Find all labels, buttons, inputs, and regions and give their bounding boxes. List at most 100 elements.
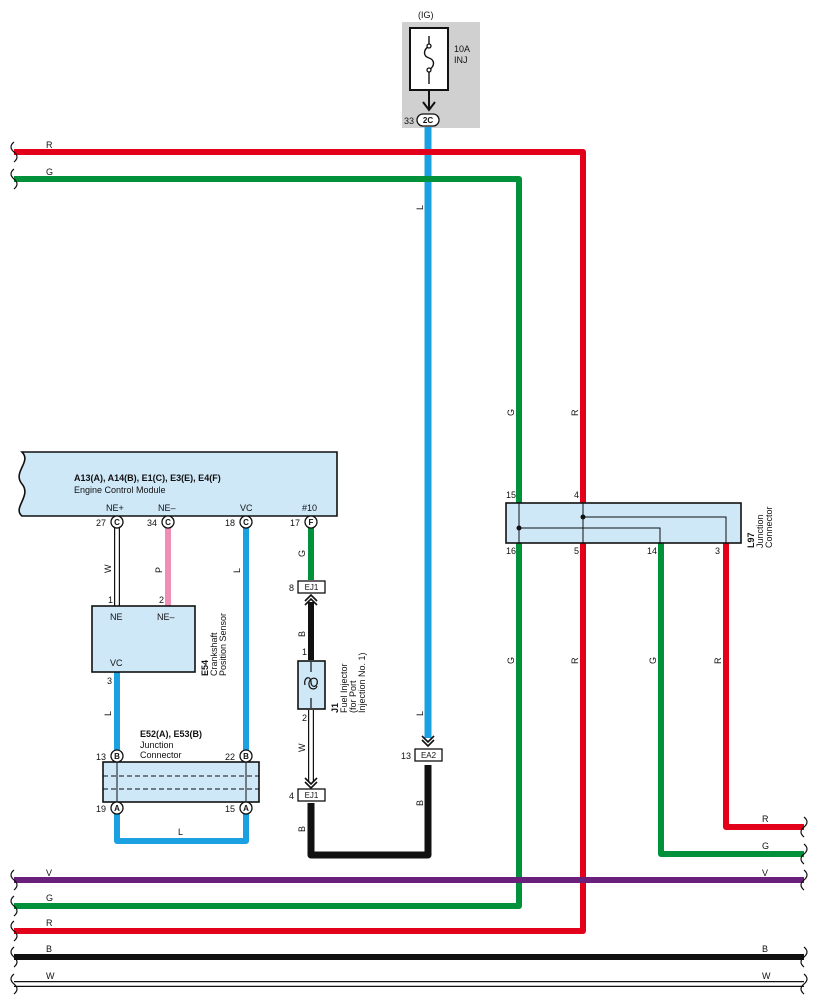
fuse-block: (IG) 10A INJ 33 2C: [402, 10, 480, 128]
sensor-terminal-ne: NE: [110, 612, 123, 622]
sensor-name-1: Crankshaft: [209, 632, 219, 676]
sensor-pin-1: 1: [108, 595, 113, 605]
l97-pin-4: 4: [574, 490, 579, 500]
ea2-num: 13: [401, 751, 411, 761]
wl-l-loop: L: [178, 827, 183, 837]
e52-pin-19: [110, 801, 124, 815]
wl-g-10: G: [297, 550, 307, 557]
fuse-arrow-icon: [422, 101, 436, 112]
wire-l-loop: [114, 814, 249, 844]
ej1-top-label: EJ1: [305, 583, 319, 592]
e52-pin-13: [110, 749, 124, 763]
wl-b-ea2: B: [415, 800, 425, 806]
wl-l-ea2: L: [415, 711, 425, 716]
sensor-terminal-ne-minus: NE–: [157, 612, 175, 622]
l97-splice-g: [516, 525, 522, 531]
j1-pin-1: 1: [302, 647, 307, 657]
wl-w-bottom-left: W: [46, 971, 55, 981]
e52-pin-num-15: 15: [225, 804, 235, 814]
ea2-chevron-icon: [421, 735, 435, 748]
connector-ej1-top: 8 EJ1: [289, 580, 326, 606]
j1-code: J1: [330, 703, 340, 713]
fuse-pin: [416, 113, 440, 127]
ecm-term-ne-minus: NE–: [158, 503, 176, 513]
sensor-code: E54: [200, 660, 210, 676]
ecm-pin-num-17: 17: [290, 518, 300, 528]
wl-g-16: G: [506, 657, 516, 664]
engine-control-module: A13(A), A14(B), E1(C), E3(E), E4(F) Engi…: [18, 451, 338, 517]
ecm-pin-17: [304, 515, 318, 529]
sensor-name-2: Position Sensor: [218, 613, 228, 676]
wl-b-ej1-bottom: B: [297, 826, 307, 832]
j1-name-1: Fuel Injector: [339, 663, 349, 713]
wire-r-3-right: [723, 543, 804, 830]
ecm-pin-27-conn: C: [114, 518, 120, 527]
wl-b-right: B: [762, 944, 768, 954]
wl-w-ne-plus: W: [103, 564, 113, 573]
fuel-injector-j1: 1 2 J1 Fuel Injector (for Port Injection…: [297, 647, 367, 723]
fuse-icon: [423, 36, 435, 84]
ecm-pin-18: [239, 515, 253, 529]
l97-code: L97: [746, 532, 756, 548]
sensor-terminal-vc: VC: [110, 658, 123, 668]
ej1-bottom-num: 4: [289, 791, 294, 801]
e52-pin-15: [239, 801, 253, 815]
e52-pin-19-conn: A: [114, 804, 120, 813]
l97-splice-r: [580, 514, 586, 520]
wl-r-right: R: [762, 814, 769, 824]
l97-name-2: Connector: [764, 506, 774, 548]
e52-pin-13-conn: B: [114, 752, 120, 761]
wire-r-5-bottom: [14, 543, 586, 934]
ecm-pin-num-27: 27: [96, 518, 106, 528]
l97-pin-16: 16: [506, 546, 516, 556]
ej1-bottom-chevron-icon: [304, 777, 318, 790]
j1-pin-2: 2: [302, 713, 307, 723]
wl-l-vc: L: [232, 568, 242, 573]
wire-g-top: [14, 176, 522, 503]
wire-labels: R G V G R B W R G V B W L L L B G R G R …: [46, 140, 771, 981]
junction-connector-l97: 15 4 16 5 14 3 L97 Junction Connector: [505, 490, 774, 556]
ej1-bottom-label: EJ1: [305, 791, 319, 800]
wl-r-l97-in: R: [570, 409, 580, 416]
e52-pin-num-22: 22: [225, 752, 235, 762]
wl-b-ej1: B: [297, 631, 307, 637]
fuse-terminal-bottom: [426, 67, 432, 73]
l97-pin-15: 15: [506, 490, 516, 500]
wl-g-14: G: [648, 657, 658, 664]
wire-g-14-right: [658, 543, 804, 857]
wl-g-right: G: [762, 841, 769, 851]
wl-v-bottom-left: V: [46, 868, 52, 878]
wl-w-j1: W: [297, 743, 307, 752]
e52-pin-15-conn: A: [243, 804, 249, 813]
e52-pin-num-19: 19: [96, 804, 106, 814]
crankshaft-position-sensor: NE NE– VC 1 2 3 E54 Crankshaft Position …: [91, 595, 228, 686]
wl-r-5: R: [570, 657, 580, 664]
l97-pin-5: 5: [574, 546, 579, 556]
e52-code: E52(A), E53(B): [140, 729, 202, 739]
fuse-name: INJ: [454, 55, 468, 65]
wl-w-right: W: [762, 971, 771, 981]
wl-r-bottom-left: R: [46, 918, 53, 928]
l97-pin-14: 14: [647, 546, 657, 556]
e52-name-2: Connector: [140, 750, 182, 760]
sensor-pin-3: 3: [107, 676, 112, 686]
ecm-term-ne-plus: NE+: [106, 503, 124, 513]
wl-l-fuse: L: [415, 205, 425, 210]
wl-g-top: G: [46, 167, 53, 177]
ecm-pin-34-conn: C: [165, 518, 171, 527]
j1-name-3: Injection No. 1): [357, 652, 367, 713]
connector-ea2: 13 EA2: [401, 735, 443, 762]
ecm-name: Engine Control Module: [74, 485, 166, 495]
j1-name-2: (for Port: [348, 680, 358, 713]
wl-v-right: V: [762, 868, 768, 878]
fuse-terminal-top: [426, 43, 432, 49]
e52-name-1: Junction: [140, 740, 174, 750]
e52-pin-22-conn: B: [243, 752, 249, 761]
ecm-pin-num-18: 18: [225, 518, 235, 528]
ecm-pin-34: [161, 515, 175, 529]
wl-g-bottom-left: G: [46, 893, 53, 903]
ej1-top-num: 8: [289, 583, 294, 593]
wl-l-sensor: L: [103, 711, 113, 716]
